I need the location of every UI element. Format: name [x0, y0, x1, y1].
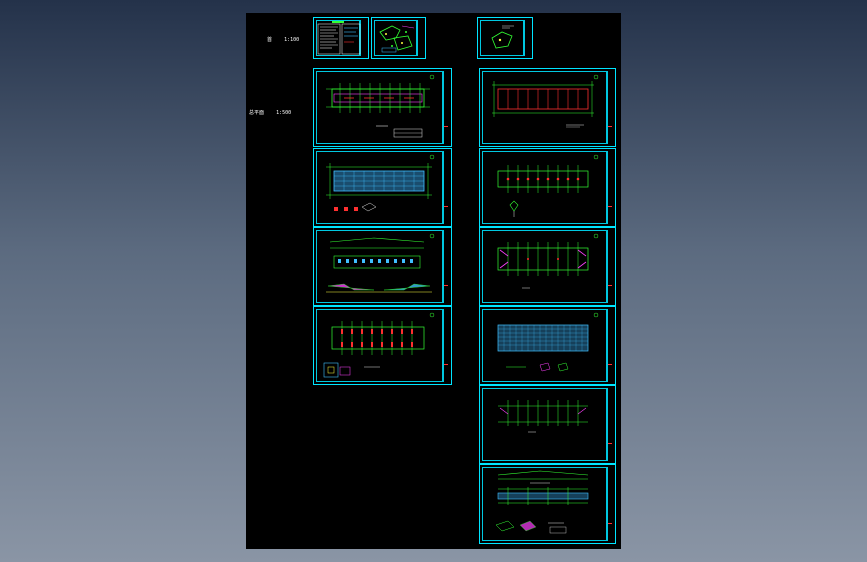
arch-plan-2[interactable]	[313, 148, 452, 227]
cover-sheet-drawing	[317, 21, 361, 55]
arch-plan-1[interactable]	[313, 68, 452, 147]
label-site-plan: 总平面 1:500	[249, 110, 292, 116]
detail-drawing	[491, 25, 514, 49]
label-ground-floor: 首 1:100	[267, 37, 300, 43]
struct-plan-5[interactable]	[479, 385, 616, 464]
cover-sheet[interactable]	[313, 17, 369, 59]
struct-section-drawing	[495, 470, 589, 534]
struct-plan-3[interactable]	[479, 227, 616, 306]
struct-plan-1-drawing	[492, 74, 599, 128]
detail-sheet[interactable]	[477, 17, 533, 59]
struct-plan-3-drawing	[497, 233, 599, 289]
arch-plan-2-drawing	[326, 154, 435, 212]
cad-model-canvas[interactable]: 首 1:100 总平面 1:500	[246, 13, 621, 549]
struct-plan-1[interactable]	[479, 68, 616, 147]
arch-plan-1-drawing	[326, 74, 435, 138]
site-plan-drawing	[379, 25, 415, 53]
struct-section[interactable]	[479, 464, 616, 544]
arch-plan-3-drawing	[323, 312, 435, 378]
struct-plan-2-drawing	[497, 154, 599, 217]
struct-plan-2[interactable]	[479, 148, 616, 227]
struct-plan-5-drawing	[498, 400, 588, 433]
struct-plan-4-drawing	[497, 312, 599, 372]
struct-plan-4[interactable]	[479, 306, 616, 385]
site-plan-sheet[interactable]	[371, 17, 426, 59]
arch-plan-3[interactable]	[313, 306, 452, 385]
arch-elevation[interactable]	[313, 227, 452, 306]
arch-elevation-drawing	[326, 233, 435, 293]
